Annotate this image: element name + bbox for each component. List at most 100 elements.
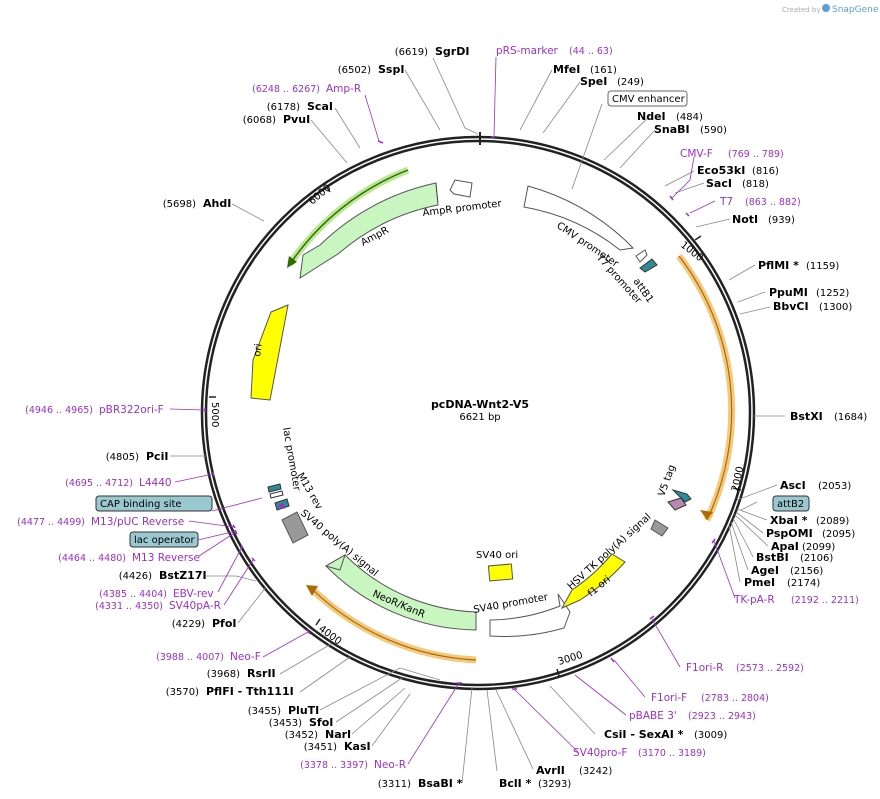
primer-name[interactable]: pBR322ori-F: [99, 404, 164, 416]
enzyme-pos: (590): [700, 125, 727, 136]
cap-binding-site-box[interactable]: [95, 495, 213, 512]
enzyme-pos: (3455): [248, 706, 281, 717]
primer-range: (4946 .. 4965): [25, 405, 93, 416]
enzyme-pos: (3451): [304, 742, 337, 753]
snapgene-logo-icon: [822, 4, 830, 12]
primer-name[interactable]: M13/pUC Reverse: [91, 516, 184, 528]
cmv-enhancer-box[interactable]: [607, 90, 688, 107]
primer-range: (2783 .. 2804): [701, 693, 769, 704]
sv40-polya-feature: [281, 511, 309, 544]
enzyme-name[interactable]: SspI: [378, 63, 404, 76]
primer-name[interactable]: L4440: [139, 477, 172, 489]
enzyme-pos: (2156): [790, 566, 823, 577]
enzyme-name[interactable]: BstBI: [756, 551, 789, 564]
enzyme-name[interactable]: BbvCI: [773, 300, 809, 313]
cap-binding-site-label: CAP binding site: [100, 499, 182, 510]
enzyme-name[interactable]: SgrDI: [435, 45, 469, 58]
enzyme-name[interactable]: BclI *: [499, 777, 532, 790]
primer-name[interactable]: pRS-marker: [496, 45, 559, 57]
neor-kanr-feature: [325, 554, 477, 631]
primer-name[interactable]: T7: [719, 196, 733, 208]
enzyme-name[interactable]: PspOMI: [766, 527, 813, 540]
sv40-promoter-label: SV40 promoter: [473, 592, 550, 616]
enzyme-name[interactable]: PciI: [146, 450, 168, 463]
enzyme-pos: (3968): [207, 669, 240, 680]
tick-6000: [325, 185, 331, 193]
sv40-ori-label: SV40 ori: [476, 550, 518, 561]
attb2-box[interactable]: [772, 495, 810, 512]
primer-name[interactable]: Neo-R: [374, 759, 406, 771]
enzyme-name[interactable]: RsrII: [247, 667, 276, 680]
primer-name[interactable]: pBABE 3': [629, 710, 677, 722]
primer-name[interactable]: EBV-rev: [173, 588, 214, 600]
enzyme-name[interactable]: BstZ17I: [159, 569, 207, 582]
enzyme-name[interactable]: PmeI: [744, 576, 775, 589]
enzyme-name[interactable]: NdeI: [637, 110, 666, 123]
primer-range: (44 .. 63): [569, 46, 613, 57]
primer-name[interactable]: Neo-F: [230, 651, 261, 663]
enzyme-name[interactable]: XbaI *: [770, 514, 808, 527]
enzyme-pos: (3570): [166, 687, 199, 698]
enzyme-name[interactable]: Eco53kI: [697, 164, 745, 177]
enzyme-name[interactable]: BsaBI *: [418, 777, 463, 790]
tick-4000: [315, 618, 321, 626]
primer-range: (863 .. 882): [745, 197, 801, 208]
enzyme-pos: (161): [590, 65, 617, 76]
backbone-outer: [200, 135, 756, 691]
enzyme-name[interactable]: AgeI: [751, 564, 779, 577]
enzyme-pos: (4805): [106, 452, 139, 463]
enzyme-name[interactable]: SacI: [706, 177, 732, 190]
plasmid-length: 6621 bp: [459, 412, 500, 423]
enzyme-name[interactable]: ScaI: [307, 100, 333, 113]
enzyme-name[interactable]: SnaBI: [654, 123, 690, 136]
enzyme-name[interactable]: AhdI: [203, 197, 231, 210]
enzyme-name[interactable]: SfoI: [309, 716, 333, 729]
enzyme-pos: (3242): [579, 766, 612, 777]
primer-name[interactable]: CMV-F: [680, 148, 713, 160]
primer-name[interactable]: SV40pro-F: [573, 747, 627, 759]
primer-name[interactable]: SV40pA-R: [169, 600, 221, 612]
enzyme-name[interactable]: AvrII: [536, 764, 565, 777]
v5-tag-label: V5 tag: [656, 463, 678, 498]
enzyme-pos: (3311): [378, 779, 411, 790]
enzyme-name[interactable]: CsiI - SexAI *: [604, 728, 684, 741]
enzyme-name[interactable]: PpuMI: [769, 286, 808, 299]
primer-name[interactable]: Amp-R: [326, 83, 361, 95]
t7-promoter-arrow: [635, 249, 648, 263]
plasmid-name: pcDNA-Wnt2-V5: [431, 398, 529, 411]
m13-rev-label: M13 rev: [294, 471, 324, 512]
primer-name[interactable]: TK-pA-R: [733, 594, 775, 606]
enzyme-name[interactable]: PvuI: [283, 113, 310, 126]
enzyme-name[interactable]: SpeI: [580, 75, 607, 88]
enzyme-name[interactable]: PflMI *: [758, 259, 799, 272]
enzyme-name[interactable]: KasI: [344, 740, 371, 753]
lac-operator-box[interactable]: [129, 531, 199, 548]
lac-operator-site: [267, 483, 282, 493]
cmv-enhancer-label: CMV enhancer: [612, 94, 686, 105]
primer-range: (6248 .. 6267): [252, 84, 320, 95]
enzyme-pos: (6502): [338, 65, 371, 76]
enzyme-name[interactable]: BstXI: [790, 410, 823, 423]
primer-name[interactable]: F1ori-F: [651, 692, 687, 704]
primer-name[interactable]: F1ori-R: [686, 662, 723, 674]
enzyme-name[interactable]: PfoI: [212, 617, 237, 630]
ampr-feature: [299, 182, 439, 279]
enzyme-pos: (2106): [800, 553, 833, 564]
enzyme-pos: (3009): [694, 730, 727, 741]
enzyme-pos: (3453): [269, 718, 302, 729]
enzyme-name[interactable]: NotI: [732, 213, 758, 226]
enzyme-name[interactable]: MfeI: [553, 63, 580, 76]
enzyme-name[interactable]: PflFI - Tth111I: [206, 685, 294, 698]
enzyme-name[interactable]: NarI: [325, 728, 351, 741]
primer-range: (4477 .. 4499): [17, 517, 85, 528]
enzyme-pos: (6178): [267, 102, 300, 113]
orf-arrow-2: [312, 589, 477, 661]
enzyme-pos: (6068): [243, 115, 276, 126]
enzyme-name[interactable]: ApaI: [771, 540, 799, 553]
primer-name[interactable]: M13 Reverse: [132, 552, 200, 564]
primer-range: (3378 .. 3397): [300, 760, 368, 771]
enzyme-pos: (4229): [172, 619, 205, 630]
enzyme-name[interactable]: PluTI: [288, 704, 319, 717]
enzyme-name[interactable]: AscI: [780, 479, 806, 492]
